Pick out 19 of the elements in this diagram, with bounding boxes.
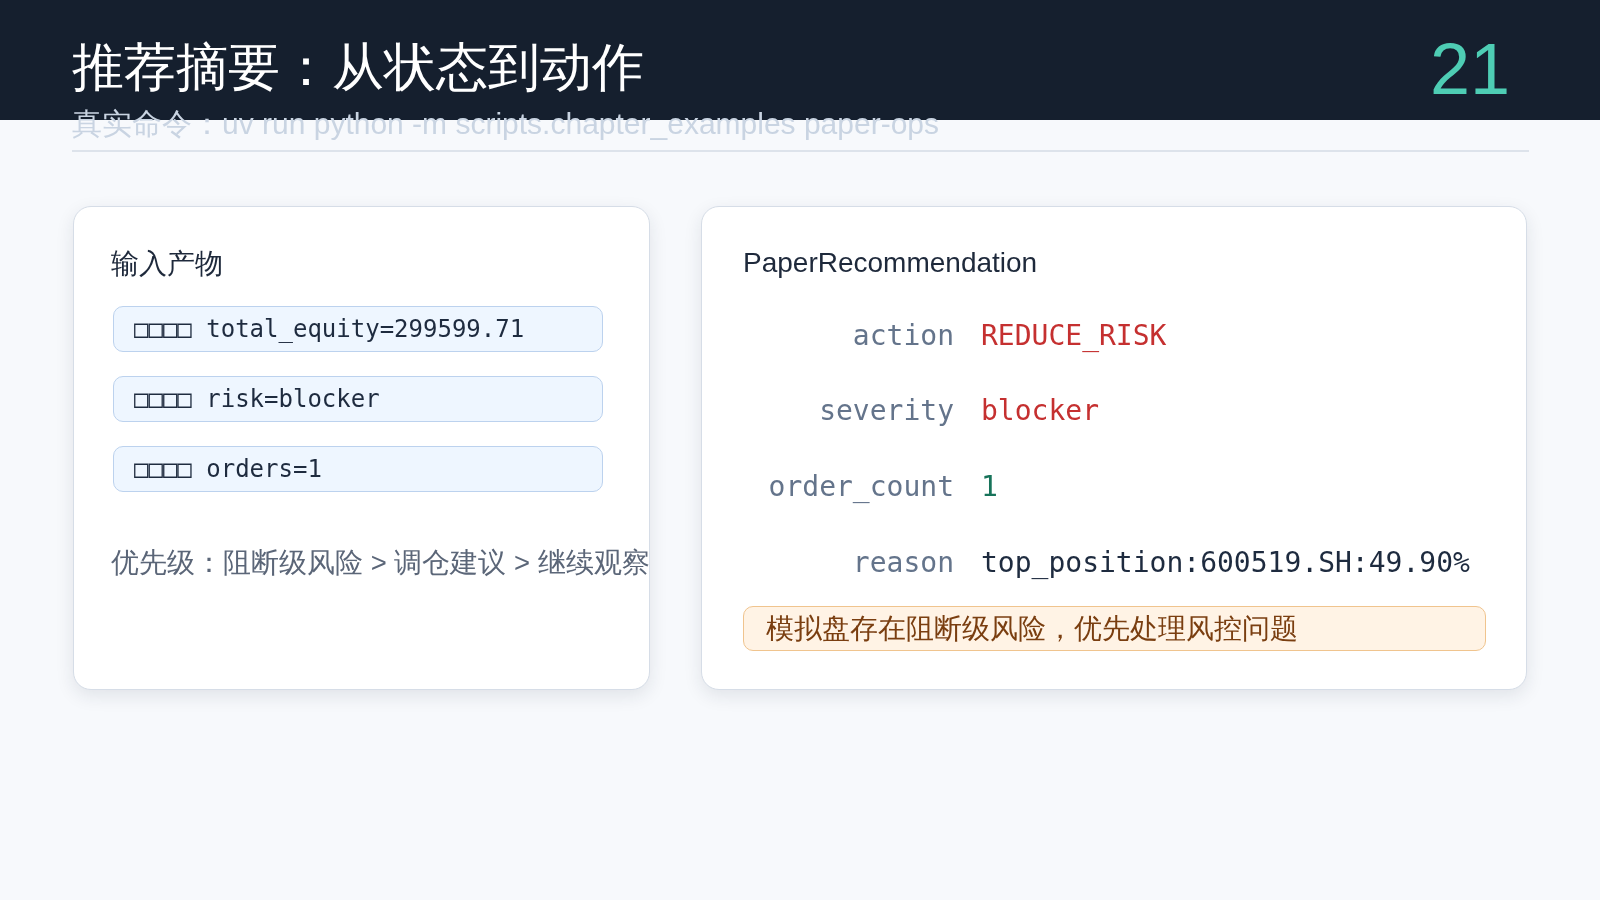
card-heading: 输入产物 bbox=[111, 248, 223, 280]
field-label: order_count bbox=[768, 470, 954, 504]
field-value: REDUCE_RISK bbox=[981, 319, 1167, 353]
alert-banner: 模拟盘存在阻断级风险，优先处理风控问题 bbox=[743, 606, 1486, 651]
field-label: action bbox=[852, 319, 954, 353]
field-value: blocker bbox=[981, 394, 1099, 428]
card-heading: PaperRecommendation bbox=[743, 247, 1038, 279]
field-value: 1 bbox=[981, 470, 998, 504]
artifact-chip: □□□□ orders=1 bbox=[113, 446, 603, 492]
slide-title: 推荐摘要：从状态到动作 bbox=[72, 37, 644, 98]
page-number: 21 bbox=[1429, 33, 1510, 105]
field-label: severity bbox=[819, 394, 954, 428]
field-value: top_position:600519.SH:49.90% bbox=[981, 546, 1470, 580]
priority-note: 优先级：阻断级风险 > 调仓建议 > 继续观察 bbox=[111, 547, 650, 579]
card bbox=[701, 206, 1527, 690]
card bbox=[73, 206, 650, 690]
artifact-chip: □□□□ total_equity=299599.71 bbox=[113, 306, 603, 352]
field-label: reason bbox=[852, 546, 954, 580]
artifact-chip: □□□□ risk=blocker bbox=[113, 376, 603, 422]
